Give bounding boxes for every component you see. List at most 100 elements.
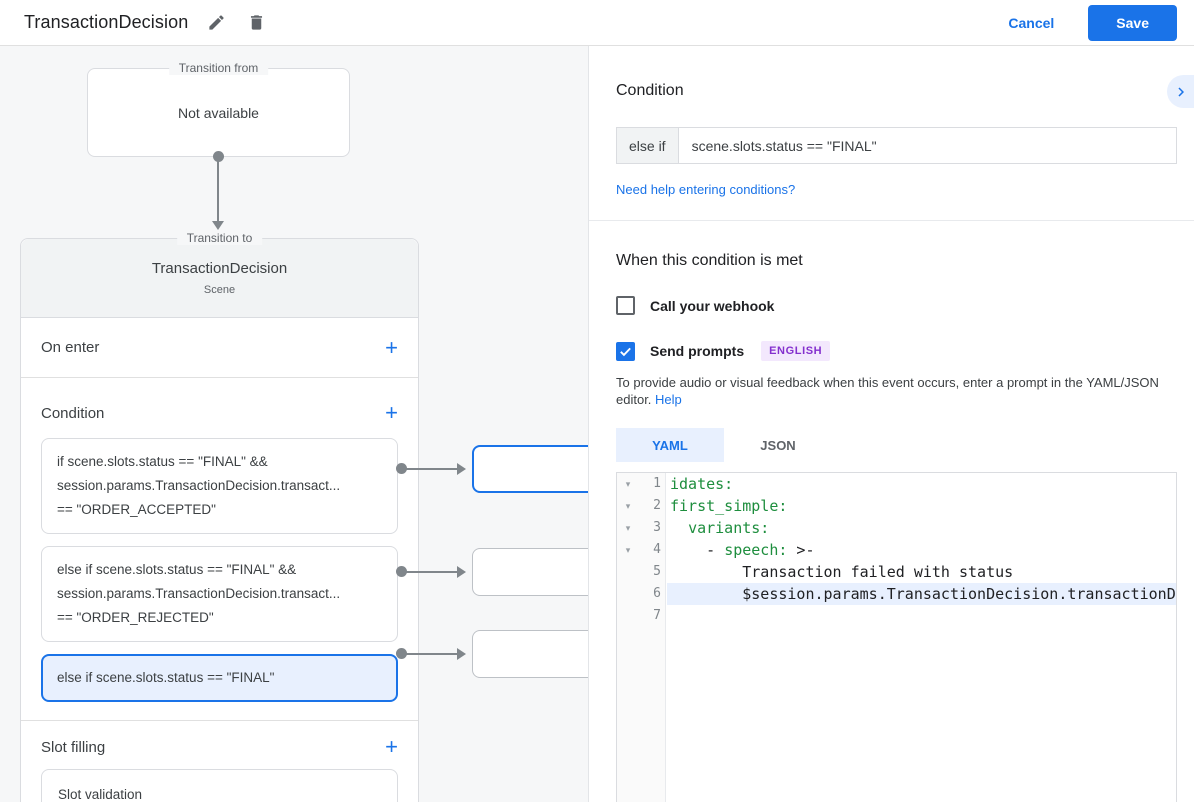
panel-divider — [589, 220, 1194, 221]
panel-title: Condition — [616, 82, 684, 99]
connector-line — [401, 468, 457, 470]
tab-yaml[interactable]: YAML — [616, 428, 724, 462]
condition-card-2[interactable]: else if scene.slots.status == "FINAL" &&… — [41, 546, 398, 642]
fold-arrow-icon — [617, 605, 639, 627]
code-line[interactable]: 6 $session.params.TransactionDecision.tr… — [617, 583, 1176, 605]
code-line[interactable]: ▾ 2 first_simple: — [617, 495, 1176, 517]
condition-input-group: else if — [616, 127, 1177, 164]
section-divider — [21, 720, 418, 721]
code-line[interactable]: ▾ 4 - speech: >- — [617, 539, 1176, 561]
when-condition-met-title: When this condition is met — [616, 252, 803, 269]
add-condition-button[interactable]: + — [385, 400, 398, 425]
condition-card-1[interactable]: if scene.slots.status == "FINAL" && sess… — [41, 438, 398, 534]
condition-label: Condition — [41, 404, 105, 422]
trash-icon — [250, 15, 262, 30]
add-on-enter-button[interactable]: + — [385, 334, 398, 360]
code-text: - speech: >- — [670, 541, 815, 559]
send-prompts-checkbox[interactable] — [616, 341, 635, 361]
check-icon — [620, 347, 631, 356]
line-number: 6 — [653, 586, 661, 601]
fold-arrow-icon[interactable]: ▾ — [625, 545, 631, 555]
condition-detail-panel: Condition else if Need help entering con… — [588, 46, 1194, 802]
connector-dot — [213, 151, 224, 162]
editor-gutter — [617, 473, 666, 802]
code-rows: ▾ 1 idates: ▾ 2 first_simple: ▾ 3 variants: ▾ 4 -… — [617, 473, 1176, 627]
condition-card-line: == "ORDER_REJECTED" — [57, 610, 214, 625]
line-number: 4 — [653, 542, 661, 557]
prompts-description-text: To provide audio or visual feedback when… — [616, 375, 1159, 407]
transition-from-value: Not available — [178, 104, 259, 121]
on-enter-label: On enter — [41, 339, 100, 356]
line-number: 2 — [653, 498, 661, 513]
cancel-button[interactable]: Cancel — [992, 7, 1070, 39]
send-prompts-label: Send prompts — [650, 343, 745, 359]
code-line[interactable]: ▾ 1 idates: — [617, 473, 1176, 495]
arrow-right-icon — [457, 463, 466, 475]
code-line[interactable]: 5 Transaction failed with status — [617, 561, 1176, 583]
code-text — [667, 605, 1176, 627]
pencil-icon — [209, 15, 224, 30]
edit-button[interactable] — [204, 11, 228, 35]
transition-from-label: Transition from — [168, 61, 269, 75]
page-title: TransactionDecision — [24, 12, 189, 32]
fold-arrow-icon[interactable]: ▾ — [625, 501, 631, 511]
connector-line — [217, 157, 219, 221]
on-enter-section: On enter + — [21, 318, 418, 378]
fold-arrow-icon[interactable]: ▾ — [625, 523, 631, 533]
send-prompts-checkbox-row[interactable]: Send prompts ENGLISH — [616, 341, 1177, 361]
arrow-right-icon — [457, 566, 466, 578]
condition-card-line: else if scene.slots.status == "FINAL" — [57, 670, 275, 685]
scene-type: Scene — [203, 284, 236, 296]
save-button[interactable]: Save — [1088, 4, 1177, 41]
transition-target-box-3[interactable] — [472, 630, 588, 678]
scene-name: TransactionDecision — [151, 260, 288, 277]
webhook-checkbox-row[interactable]: Call your webhook — [616, 296, 1177, 315]
slot-filling-label: Slot filling — [41, 738, 106, 756]
code-text: variants: — [688, 519, 770, 537]
transition-target-box-1[interactable] — [472, 445, 588, 493]
language-badge: ENGLISH — [761, 341, 831, 361]
condition-card-3-selected[interactable]: else if scene.slots.status == "FINAL" — [41, 654, 398, 702]
add-slot-button[interactable]: + — [385, 734, 398, 759]
help-link[interactable]: Help — [655, 392, 682, 407]
condition-card-line: == "ORDER_ACCEPTED" — [57, 502, 216, 517]
conditions-help-link[interactable]: Need help entering conditions? — [616, 182, 796, 197]
code-text: idates: — [670, 475, 734, 493]
webhook-checkbox[interactable] — [616, 296, 635, 315]
code-text: $session.params.TransactionDecision.tran… — [667, 583, 1176, 605]
code-text: first_simple: — [670, 497, 788, 515]
transition-from-box[interactable]: Transition from Not available — [87, 61, 350, 157]
prompts-description: To provide audio or visual feedback when… — [616, 374, 1176, 408]
slot-validation-card[interactable]: Slot validation — [41, 769, 398, 802]
scene-header[interactable]: TransactionDecision Scene — [21, 239, 418, 318]
scene-flow-canvas: Transition from Not available Transition… — [0, 46, 588, 802]
transition-target-box-2[interactable] — [472, 548, 588, 596]
condition-section: Condition + if scene.slots.status == "FI… — [21, 378, 418, 721]
line-number: 5 — [653, 564, 661, 579]
fold-arrow-icon[interactable]: ▾ — [625, 479, 631, 489]
chevron-right-icon — [1177, 87, 1184, 96]
yaml-editor[interactable]: ▾ 1 idates: ▾ 2 first_simple: ▾ 3 variants: ▾ 4 -… — [616, 472, 1177, 802]
line-number: 1 — [653, 476, 661, 491]
arrow-right-icon — [457, 648, 466, 660]
arrow-down-icon — [212, 221, 224, 230]
top-bar: TransactionDecision Cancel Save — [0, 0, 1194, 46]
fold-arrow-icon — [617, 561, 639, 583]
condition-prefix: else if — [617, 128, 679, 163]
transition-to-card: Transition to TransactionDecision Scene … — [20, 231, 419, 802]
webhook-label: Call your webhook — [650, 297, 775, 314]
delete-button[interactable] — [244, 11, 268, 35]
tab-json[interactable]: JSON — [760, 437, 796, 453]
condition-expression-input[interactable] — [678, 128, 1176, 163]
code-line[interactable]: 7 — [617, 605, 1176, 627]
connector-line — [401, 653, 457, 655]
line-number: 7 — [653, 608, 661, 623]
condition-card-line: if scene.slots.status == "FINAL" && — [57, 454, 268, 469]
code-line[interactable]: ▾ 3 variants: — [617, 517, 1176, 539]
fold-arrow-icon — [617, 583, 639, 605]
slot-filling-section: Slot filling + Slot validation — [21, 721, 418, 802]
condition-card-line: else if scene.slots.status == "FINAL" && — [57, 562, 297, 577]
collapse-panel-button[interactable] — [1167, 75, 1194, 108]
line-number: 3 — [653, 520, 661, 535]
condition-card-line: session.params.TransactionDecision.trans… — [57, 478, 341, 493]
